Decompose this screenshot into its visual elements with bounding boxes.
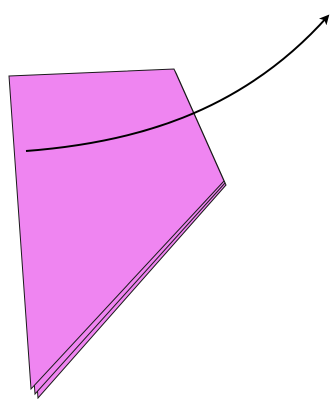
paper-sheet-front — [9, 69, 224, 389]
